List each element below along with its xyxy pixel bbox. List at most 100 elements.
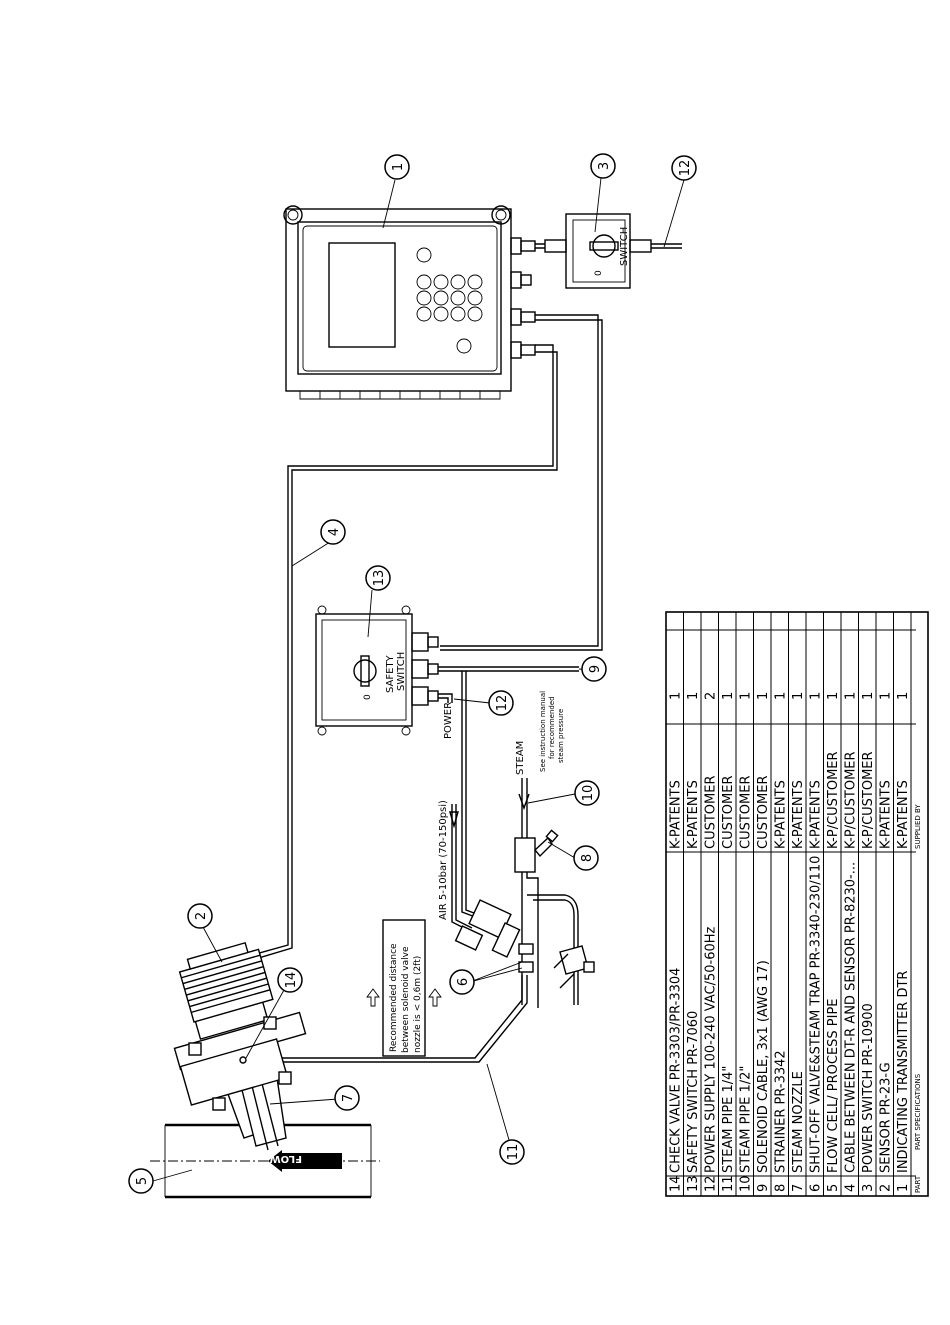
parts-row-11-qty: 1	[721, 692, 736, 700]
parts-row-6-supplier: K-PATENTS	[809, 780, 824, 849]
parts-row-6-spec: SHUT-OFF VALVE&STEAM TRAP PR-3340-230/11…	[809, 856, 824, 1173]
parts-footer-part: PART	[914, 1175, 922, 1193]
parts-row-7-num: 7	[791, 1184, 806, 1192]
parts-row-10-supplier: CUSTOMER	[739, 776, 754, 849]
parts-row-3-supplier: K-P/CUSTOMER	[861, 751, 876, 849]
parts-row-1-qty: 1	[896, 692, 911, 700]
steam-note: See instruction manual for recommended s…	[539, 691, 565, 772]
parts-row-14-qty: 1	[669, 692, 684, 700]
parts-row-7-qty: 1	[791, 692, 806, 700]
parts-row-1-spec: INDICATING TRANSMITTER DTR	[896, 971, 911, 1173]
parts-row-9-spec: SOLENOID CABLE, 3x1 (AWG 17)	[756, 960, 771, 1173]
parts-row-13-spec: SAFETY SWITCH PR-7060	[686, 1011, 701, 1173]
parts-row-3-spec: POWER SWITCH PR-10900	[861, 1003, 876, 1173]
balloon-14: 14	[277, 967, 303, 993]
svg-text:6: 6	[456, 978, 471, 986]
power-switch-label: SWITCH	[619, 227, 630, 266]
parts-row-3-num: 3	[861, 1184, 876, 1192]
parts-row-3-qty: 1	[861, 692, 876, 700]
svg-text:10: 10	[581, 785, 596, 802]
parts-row-5-num: 5	[826, 1184, 841, 1192]
leader-lines	[152, 177, 685, 1182]
svg-text:4: 4	[327, 528, 342, 536]
svg-text:8: 8	[580, 854, 595, 862]
parts-row-5-qty: 1	[826, 692, 841, 700]
steam-label: STEAM	[515, 741, 526, 775]
parts-row-7-spec: STEAM NOZZLE	[791, 1071, 806, 1173]
svg-text:12: 12	[678, 160, 693, 177]
flow-label: FLOW	[270, 1153, 302, 1164]
svg-text:3: 3	[597, 162, 612, 170]
safety-switch-label-2: SWITCH	[396, 652, 407, 691]
parts-footer-supplied: SUPPLIED BY	[914, 804, 922, 849]
parts-row-14-spec: CHECK VALVE PR-3303/PR-3304	[669, 968, 684, 1173]
air-label: AIR 5-10bar (70-150psi)	[438, 800, 449, 920]
svg-text:5: 5	[135, 1177, 150, 1185]
parts-row-5-spec: FLOW CELL/ PROCESS PIPE	[826, 998, 841, 1173]
parts-row-12-spec: POWER SUPPLY 100-240 VAC/50-60Hz	[704, 926, 719, 1173]
sensor-assembly	[173, 941, 307, 1151]
balloon-11: 11	[499, 1139, 525, 1165]
recommend-line-2: between solenoid valve	[401, 946, 411, 1053]
transmitter-keypad	[416, 274, 483, 322]
balloon-3: 3	[590, 153, 616, 179]
steam-note-line-1: See instruction manual	[539, 691, 547, 772]
svg-text:2: 2	[194, 912, 209, 920]
parts-row-1-num: 1	[896, 1184, 911, 1192]
parts-footer-spec: PART SPECIFICATIONS	[914, 1073, 922, 1150]
parts-row-2-spec: SENSOR PR-23-G	[879, 1062, 894, 1173]
safety-switch: SAFETY SWITCH 0 POWER	[315, 605, 579, 739]
safety-switch-zero: 0	[363, 694, 373, 700]
transmitter-display	[328, 242, 396, 348]
sensor-cable	[226, 344, 558, 967]
recommend-line-3: nozzle is < 0,6m (2ft)	[413, 956, 423, 1053]
parts-row-11-spec: STEAM PIPE 1/4"	[721, 1066, 736, 1173]
balloon-7: 7	[334, 1085, 360, 1111]
parts-row-7-supplier: K-PATENTS	[791, 780, 806, 849]
parts-row-2-num: 2	[879, 1184, 894, 1192]
balloon-12: 12	[488, 690, 514, 716]
parts-row-12-supplier: CUSTOMER	[704, 776, 719, 849]
parts-row-2-supplier: K-PATENTS	[879, 780, 894, 849]
parts-row-13-qty: 1	[686, 692, 701, 700]
parts-row-14-num: 14	[669, 1175, 684, 1192]
parts-row-13-num: 13	[686, 1175, 701, 1192]
svg-text:14: 14	[284, 972, 299, 989]
parts-row-8-num: 8	[774, 1184, 789, 1192]
parts-row-4-qty: 1	[844, 692, 859, 700]
svg-text:9: 9	[588, 665, 603, 673]
svg-text:7: 7	[341, 1094, 356, 1102]
safety-switch-label-1: SAFETY	[385, 654, 396, 693]
steam-pipe-to-nozzle	[245, 975, 528, 1063]
balloon-8: 8	[573, 845, 599, 871]
parts-row-8-spec: STRAINER PR-3342	[774, 1050, 789, 1173]
svg-text:1: 1	[391, 163, 406, 171]
parts-row-1-supplier: K-PATENTS	[896, 780, 911, 849]
balloon-6: 6	[449, 969, 475, 995]
power-switch-zero: 0	[594, 270, 604, 276]
parts-row-5-supplier: K-P/CUSTOMER	[826, 751, 841, 849]
parts-row-14-supplier: K-PATENTS	[669, 780, 684, 849]
parts-row-9-qty: 1	[756, 692, 771, 700]
parts-row-10-qty: 1	[739, 692, 754, 700]
recommend-line-1: Recommended distance	[389, 943, 399, 1052]
balloon-9: 9	[581, 656, 607, 682]
solenoid-valve	[454, 899, 521, 958]
shut-off-valve-steam-trap	[518, 943, 595, 989]
strainer	[534, 829, 559, 858]
parts-row-12-num: 12	[704, 1175, 719, 1192]
svg-text:11: 11	[506, 1144, 521, 1161]
balloon-13: 13	[365, 565, 391, 591]
parts-row-12-qty: 2	[704, 692, 719, 700]
solenoid-cable-down	[461, 671, 483, 919]
balloon-1: 1	[384, 154, 410, 180]
parts-row-10-spec: STEAM PIPE 1/2"	[739, 1066, 754, 1173]
parts-row-10-num: 10	[739, 1175, 754, 1192]
safety-switch-supply-cable	[440, 314, 603, 651]
parts-row-6-qty: 1	[809, 692, 824, 700]
parts-row-8-qty: 1	[774, 692, 789, 700]
power-label: POWER	[443, 702, 454, 739]
parts-row-2-qty: 1	[879, 692, 894, 700]
